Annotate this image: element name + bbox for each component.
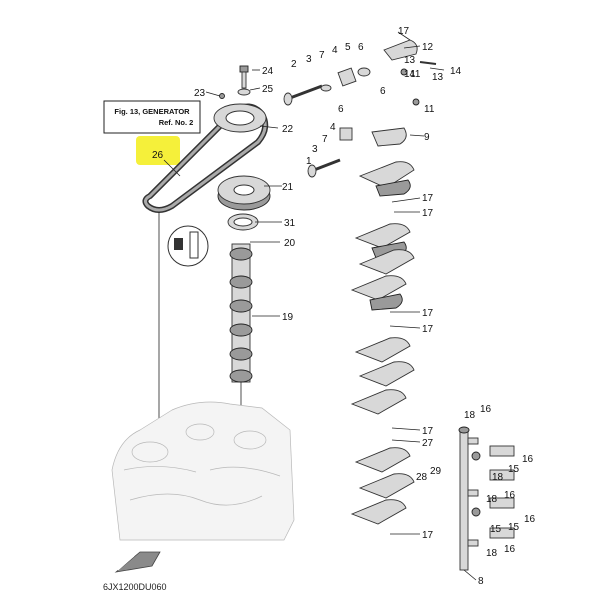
callout-10: 13 [404, 55, 416, 66]
callout-3: 3 [306, 54, 312, 65]
callout-9: 9 [424, 132, 430, 143]
valve-assembly-lower[interactable] [307, 98, 420, 178]
callout-2: 2 [291, 59, 297, 70]
callout-18d: 16 [524, 514, 536, 525]
callout-21: 20 [284, 238, 296, 249]
callout-1: 1 [306, 156, 312, 167]
callout-17c: 17 [422, 308, 434, 319]
pin-24[interactable] [219, 93, 225, 99]
callout-29: 28 [416, 472, 428, 483]
figure-reference-box[interactable]: Fig. 13, GENERATOR Ref. No. 2 [103, 100, 201, 134]
callout-12: 12 [422, 42, 434, 53]
callout-7: 7 [319, 50, 325, 61]
washer-26[interactable] [237, 88, 251, 96]
callout-5: 5 [345, 42, 351, 53]
lubricant-symbol-icon [167, 225, 209, 267]
callout-15a: 15 [508, 464, 520, 475]
callout-16a: 18 [492, 472, 504, 483]
callout-17a: 17 [422, 193, 434, 204]
rocker-arm-group[interactable] [350, 447, 415, 525]
callout-17e: 17 [422, 426, 434, 437]
callout-4b: 4 [330, 122, 336, 133]
rocker-shaft-8[interactable] [458, 426, 470, 571]
callout-16b: 15 [490, 524, 502, 535]
adjuster-group[interactable] [467, 437, 515, 547]
figure-ref-title: Fig. 13, GENERATOR [114, 107, 190, 116]
callout-19c: 18 [486, 548, 498, 559]
front-arrow-icon [114, 551, 161, 573]
callout-20: 19 [282, 312, 294, 323]
callout-14: 14 [450, 66, 462, 77]
rocker-arm-group[interactable] [358, 161, 415, 197]
callout-labels: 24 25 23 22 21 31 20 19 26 2 3 7 4 5 6 1… [152, 26, 536, 587]
pulley-23[interactable] [213, 103, 267, 133]
callout-19a: 18 [464, 410, 476, 421]
rocker-arm-group[interactable] [350, 337, 415, 415]
callout-6b: 6 [380, 86, 386, 97]
callout-17f: 17 [422, 530, 434, 541]
valve-assembly-upper[interactable] [283, 39, 437, 106]
callout-27: 26 [152, 150, 164, 161]
callout-19b: 18 [486, 494, 498, 505]
engine-block [111, 401, 295, 541]
callout-3b: 3 [312, 144, 318, 155]
rocker-arm-group[interactable] [350, 249, 415, 311]
callout-8b: 8 [478, 576, 484, 587]
callout-28: 27 [422, 438, 434, 449]
callout-22: 21 [282, 182, 294, 193]
callout-24: 23 [194, 88, 206, 99]
callout-6: 6 [358, 42, 364, 53]
callout-18b: 16 [522, 454, 534, 465]
callout-26: 25 [262, 84, 274, 95]
callout-25: 24 [262, 66, 274, 77]
leader-lines [163, 31, 477, 581]
callout-17b: 17 [422, 208, 434, 219]
callout-23: 22 [282, 124, 294, 135]
callout-31: 31 [284, 218, 296, 229]
figure-ref-number: Ref. No. 2 [159, 118, 194, 127]
callout-18e: 16 [504, 544, 516, 555]
diagram-code: 6JX1200DU060 [103, 582, 167, 592]
callout-17: 17 [398, 26, 410, 37]
callout-18a: 16 [480, 404, 492, 415]
callout-30: 29 [430, 466, 442, 477]
callout-17d: 17 [422, 324, 434, 335]
callout-6c: 6 [338, 104, 344, 115]
callout-4: 4 [332, 45, 338, 56]
bolt-25[interactable] [239, 65, 249, 89]
highlight-part-27 [136, 136, 180, 165]
callout-18c: 16 [504, 490, 516, 501]
callout-13: 13 [432, 72, 444, 83]
sprocket-22[interactable] [217, 175, 271, 211]
callout-8: 14 [404, 69, 416, 80]
callout-11b: 11 [424, 104, 435, 115]
callout-11: 11 [410, 69, 421, 80]
callout-15b: 15 [508, 522, 520, 533]
camshaft-20[interactable] [229, 243, 253, 383]
callout-7b: 7 [322, 134, 328, 145]
